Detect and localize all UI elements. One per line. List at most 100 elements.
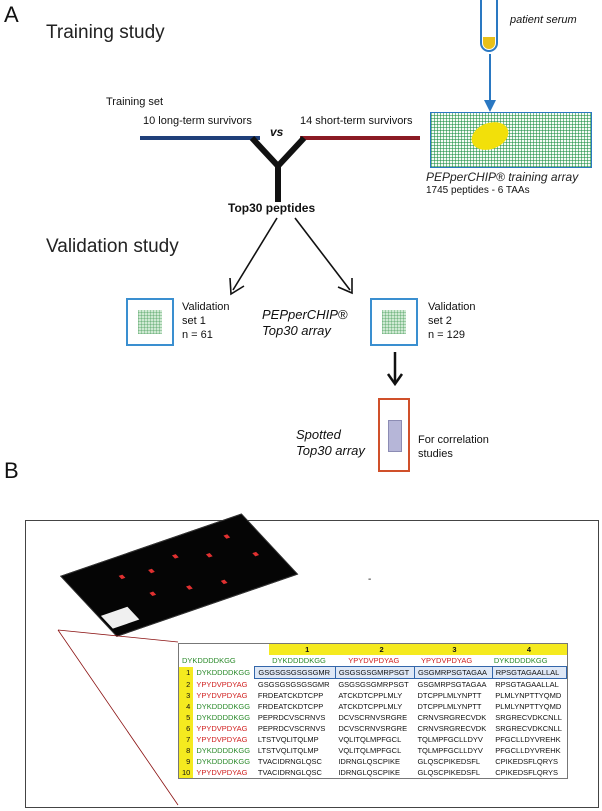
peptide-cell: DCVSCRNVSRGRE — [338, 713, 408, 722]
row-tag: YPYDVPDYAG — [196, 768, 248, 777]
val2-line3: n = 129 — [428, 329, 466, 341]
peptide-cell: TVACIDRNGLQSC — [257, 768, 322, 777]
validation-set-1-text: Validation set 1 n = 61 — [182, 300, 230, 342]
serum-spot — [467, 117, 513, 155]
peptide-cell: PEPRDCVSCRNVS — [257, 713, 326, 722]
peptide-cell: PLMLYNPTTYQMD — [495, 691, 562, 700]
validation-set-1-array — [138, 310, 162, 334]
peptide-table: 1 2 3 4 DYKDDDDKGG DYKDDDDKGG YPYDVPDYAG… — [179, 644, 567, 666]
serum-tube-icon — [480, 0, 498, 52]
row-tag: YPYDVPDYAG — [196, 679, 248, 689]
peptide-cell: CPIKEDSFLQRYS — [495, 768, 558, 777]
tag-cell: YPYDVPDYAG — [421, 656, 473, 665]
training-study-title: Training study — [46, 22, 165, 43]
panel-b-label: B — [4, 458, 19, 483]
spotted-text: Spotted Top30 array — [296, 427, 376, 459]
peptide-cell: PEPRDCVSCRNVS — [257, 724, 326, 733]
validation-set-1-box — [126, 298, 174, 346]
peptide-cell: GSGSGSGSGSGMR — [257, 680, 330, 689]
correlation-text: For correlation studies — [418, 433, 489, 461]
row-number: 3 — [179, 690, 194, 701]
patient-serum-label: patient serum — [510, 14, 577, 26]
peptide-cell: LTSTVQLITQLMP — [257, 735, 319, 744]
training-array-title: PEPperCHIP® training array — [426, 170, 579, 184]
row-number: 8 — [179, 745, 194, 756]
peptide-cell: GLQSCPIKEDSFL — [417, 757, 480, 766]
row-number: 5 — [179, 712, 194, 723]
peptide-cell: GSGMRPSGTAGAA — [413, 666, 493, 679]
spotted-array-box — [378, 398, 410, 472]
vs-label: vs — [270, 125, 284, 139]
training-set-label: Training set — [106, 96, 164, 108]
spotted-line2: Top30 array — [296, 443, 365, 458]
row-number: 9 — [179, 756, 194, 767]
peptide-cell: LTSTVQLITQLMP — [257, 746, 319, 755]
row-tag: DYKDDDDKGG — [196, 746, 251, 755]
val1-line1: Validation — [182, 301, 230, 313]
spotted-arrow — [386, 352, 404, 387]
peptide-cell: RPSGTAGAALLAL — [495, 680, 559, 689]
peptide-cell: IDRNGLQSCPIKE — [338, 757, 401, 766]
peptide-cell: SRGRECVDKCNLL — [495, 713, 562, 722]
column-header-row: 1 2 3 4 — [179, 644, 567, 655]
peptide-cell: CPIKEDSFLQRYS — [495, 757, 558, 766]
row-number: 6 — [179, 723, 194, 734]
training-merge-diagram — [140, 135, 420, 202]
row-tag: YPYDVPDYAG — [196, 724, 248, 733]
row-tag: YPYDVPDYAG — [196, 691, 248, 700]
peptide-cell: PFGCLLDYVREHK — [495, 746, 561, 755]
column-header: 2 — [345, 644, 419, 655]
peptide-cell: GSGMRPSGTAGAA — [417, 680, 487, 689]
peptide-cell: DTCPPLMLYNPTT — [417, 702, 482, 711]
row-number: 2 — [179, 678, 194, 690]
top30-peptides-label: Top30 peptides — [228, 201, 316, 215]
scan-marker: - — [368, 574, 372, 585]
validation-arrows — [229, 217, 353, 296]
row-tag: DYKDDDDKGG — [196, 757, 251, 766]
peptide-cell: FRDEATCKDTCPP — [257, 691, 324, 700]
validation-set-2-box — [370, 298, 418, 346]
peptide-cell: IDRNGLQSCPIKE — [338, 768, 401, 777]
column-header: 1 — [269, 644, 346, 655]
spotted-line1: Spotted — [296, 427, 341, 442]
row-tag: DYKDDDDKGG — [196, 702, 251, 711]
peptide-cell: ATCKDTCPPLMLY — [338, 691, 403, 700]
top30-array-line2: Top30 array — [262, 323, 331, 338]
zoom-lines — [57, 629, 179, 806]
training-array-subtitle: 1745 peptides - 6 TAAs — [426, 185, 530, 196]
long-term-label: 10 long-term survivors — [143, 115, 252, 127]
peptide-cell: VQLITQLMPFGCL — [338, 746, 402, 755]
corr-line1: For correlation — [418, 434, 489, 446]
peptide-cell: GSGSGSGMRPSGT — [338, 680, 409, 689]
tag-cell: YPYDVPDYAG — [348, 656, 400, 665]
column-header: 4 — [490, 644, 567, 655]
peptide-cell: PFGCLLDYVREHK — [495, 735, 561, 744]
top30-array-line1: PEPperCHIP® — [262, 307, 348, 322]
peptide-cell: CRNVSRGRECVDK — [417, 713, 487, 722]
peptide-cell: VQLITQLMPFGCL — [338, 735, 402, 744]
row-tag: YPYDVPDYAG — [196, 735, 248, 744]
tag-row: DYKDDDDKGG DYKDDDDKGG YPYDVPDYAG YPYDVPD… — [179, 655, 567, 666]
tag-cell: DYKDDDDKGG — [493, 656, 548, 665]
peptide-cell: PLMLYNPTTYQMD — [495, 702, 562, 711]
row-number: 1 — [179, 666, 194, 679]
corr-line2: studies — [418, 448, 453, 460]
tag-cell: DYKDDDDKGG — [272, 656, 326, 665]
peptide-cell: FRDEATCKDTCPP — [257, 702, 324, 711]
panel-a-label: A — [4, 2, 19, 27]
row-number: 7 — [179, 734, 194, 745]
peptide-cell: GSGSGSGMRPSGT — [334, 666, 415, 679]
val1-line2: set 1 — [182, 315, 206, 327]
peptide-cell: TQLMPFGCLLDYV — [417, 735, 483, 744]
top30-array-text: PEPperCHIP® Top30 array — [262, 307, 347, 339]
peptide-table-wrap: 1 2 3 4 DYKDDDDKGG DYKDDDDKGG YPYDVPDYAG… — [178, 643, 568, 779]
peptide-cell: GSGSGSGSGSGMR — [254, 666, 336, 679]
